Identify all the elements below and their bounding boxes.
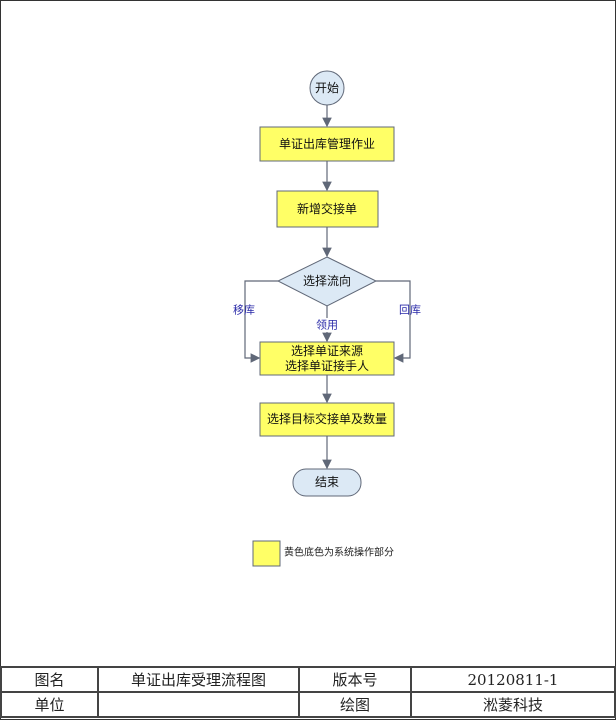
process-step3 — [259, 341, 395, 376]
step3-label-line1: 选择单证来源 — [291, 344, 363, 358]
legend-swatch — [252, 540, 281, 567]
drawn-value: 淞菱科技 — [410, 691, 616, 718]
end-label: 结束 — [315, 475, 339, 489]
legend-text: 黄色底色为系统操作部分 — [284, 546, 394, 559]
process-step2 — [276, 190, 379, 228]
edge-label-left: 移库 — [233, 304, 255, 317]
step3-label-line2: 选择单证接手人 — [285, 358, 369, 373]
start-node — [309, 70, 345, 106]
unit-label: 单位 — [0, 691, 99, 718]
process-step1 — [259, 126, 395, 162]
step2-label: 新增交接单 — [297, 201, 357, 216]
edge-right-branch — [376, 280, 411, 363]
name-label: 图名 — [0, 666, 99, 693]
title-block: 图名 单证出库受理流程图 版本号 20120811-1 单位 绘图 淞菱科技 — [0, 666, 616, 718]
end-node — [292, 468, 362, 497]
process-step4 — [259, 402, 395, 437]
version-value: 20120811-1 — [410, 666, 616, 693]
decision-label: 选择流向 — [303, 273, 351, 288]
edge-label-middle: 领用 — [316, 319, 338, 332]
unit-value — [97, 691, 300, 718]
decision-node — [276, 256, 378, 307]
version-label: 版本号 — [298, 666, 412, 693]
drawn-label: 绘图 — [298, 691, 412, 718]
start-label: 开始 — [315, 81, 339, 95]
name-value: 单证出库受理流程图 — [97, 666, 300, 693]
step1-label: 单证出库管理作业 — [279, 136, 375, 151]
edge-left-branch — [244, 280, 278, 363]
step4-label: 选择目标交接单及数量 — [267, 411, 387, 426]
edge-label-right: 回库 — [399, 304, 421, 317]
